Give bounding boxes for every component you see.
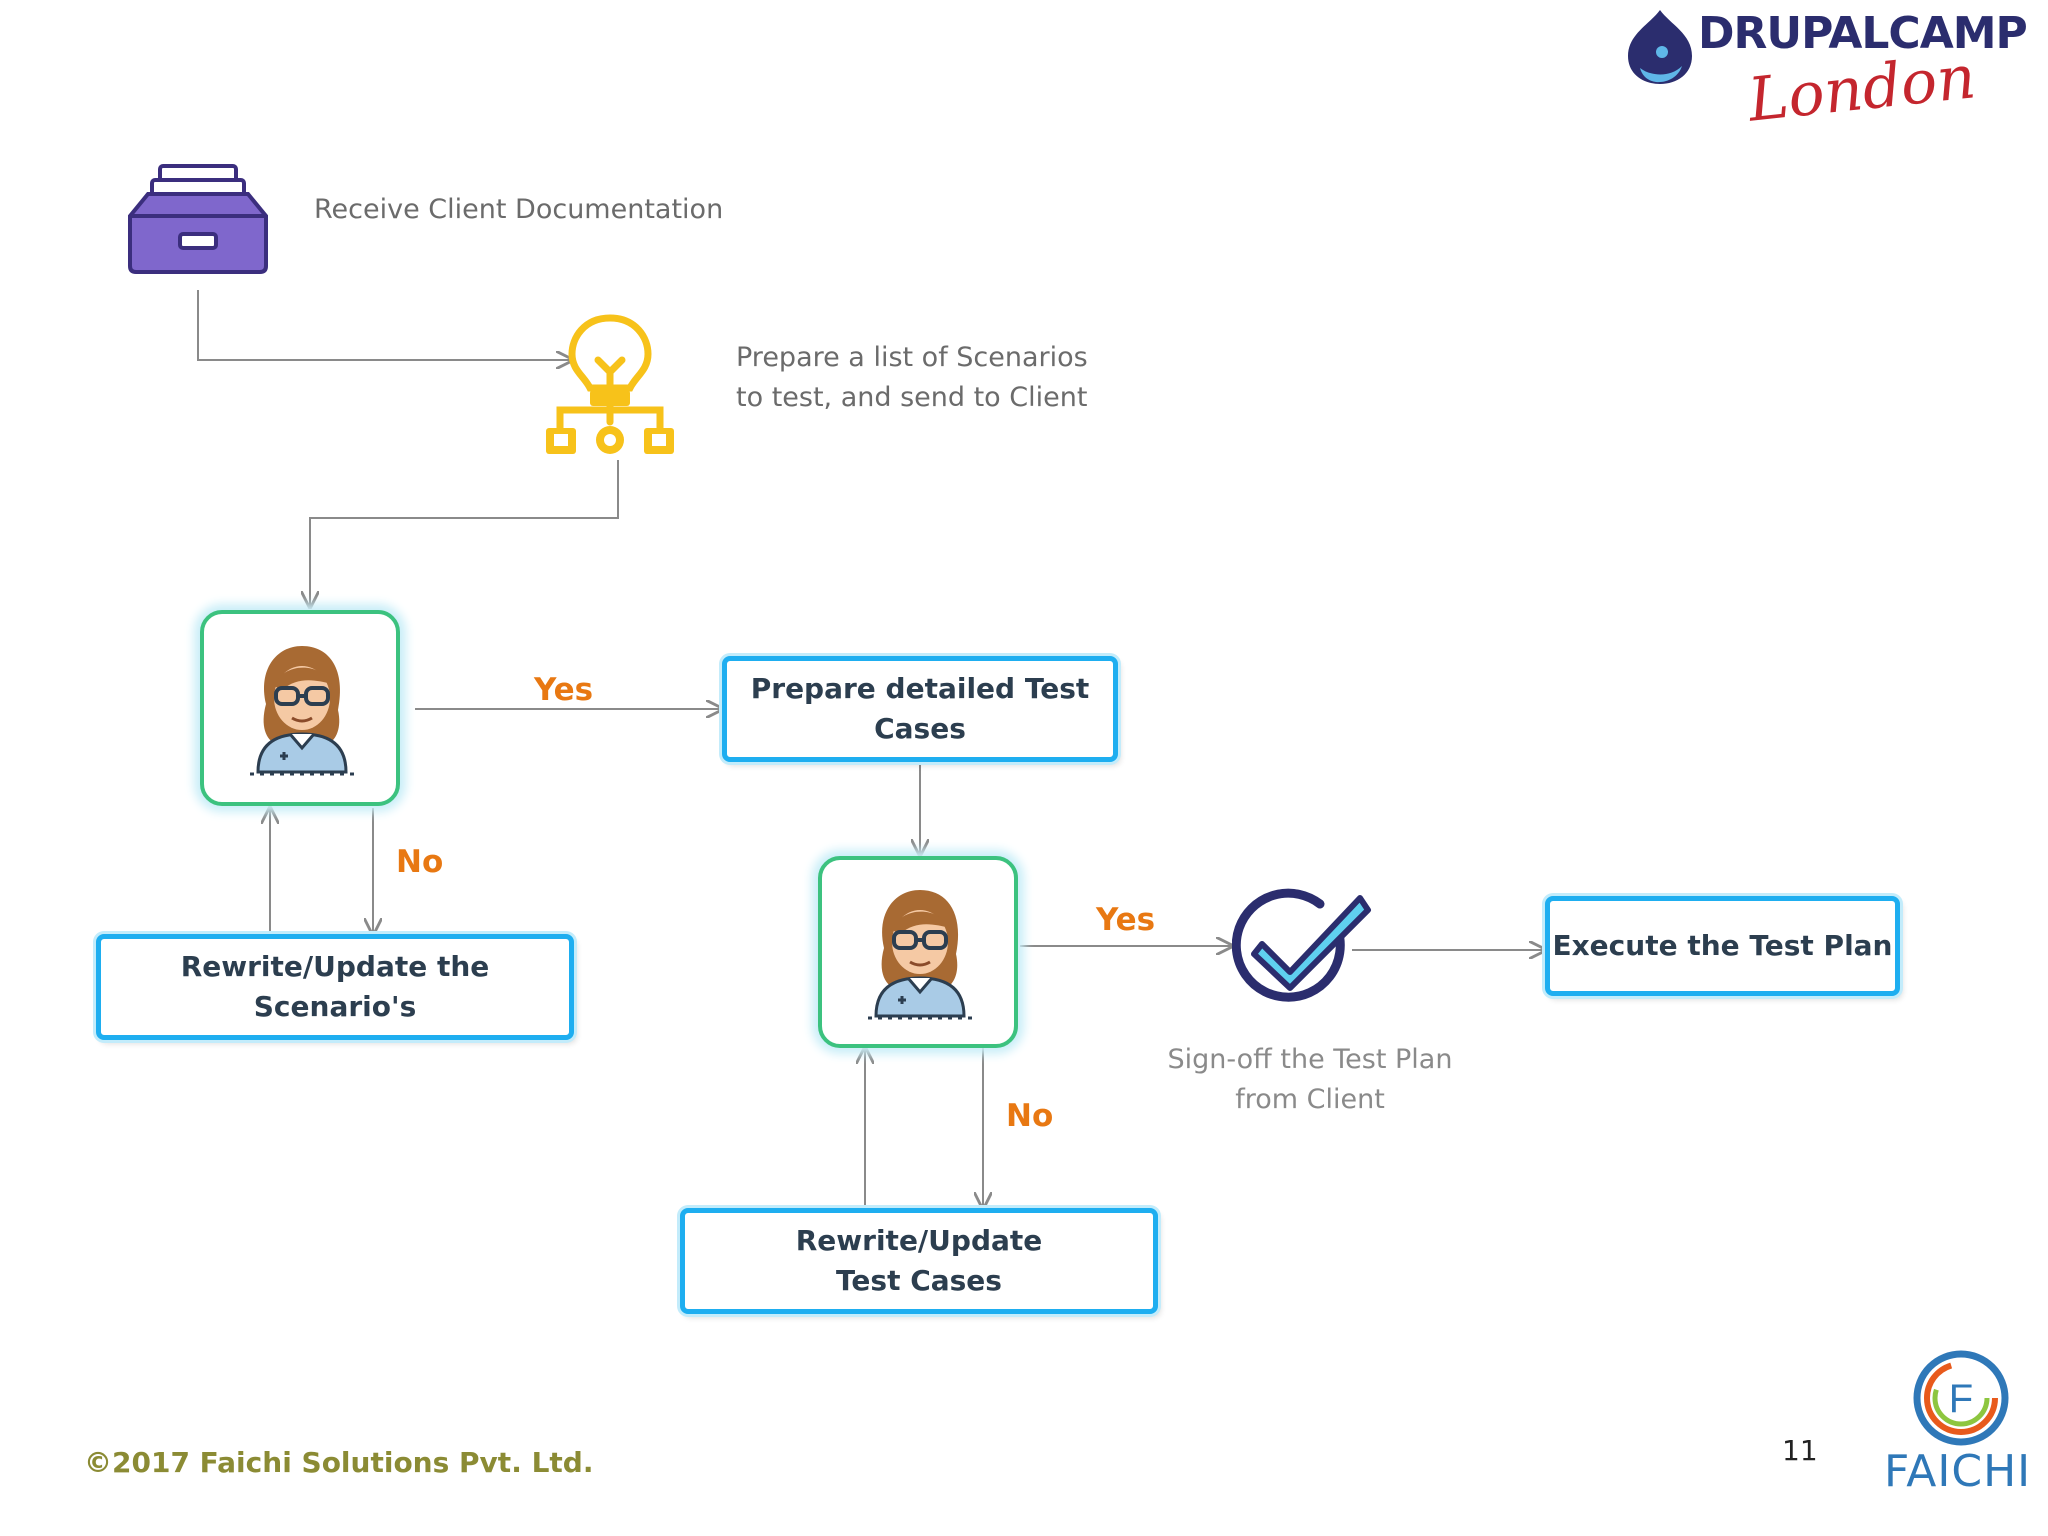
copyright: ©2017 Faichi Solutions Pvt. Ltd. (84, 1446, 594, 1479)
arrow-docs-to-scenarios (197, 290, 572, 360)
second-no-label: No (1006, 1098, 1054, 1134)
prepare-test-cases-box: Prepare detailed Test Cases (722, 656, 1118, 762)
test-case-review-decision (818, 856, 1018, 1048)
receive-docs-label: Receive Client Documentation (314, 194, 724, 225)
checkmark-circle-icon (1232, 888, 1371, 1002)
rewrite-scenarios-box: Rewrite/Update the Scenario's (96, 934, 574, 1040)
faichi-logo-letter: F (1949, 1377, 1973, 1421)
first-yes-label: Yes (534, 672, 594, 708)
inbox-tray-icon (128, 164, 268, 274)
company-name: FAICHI (1884, 1446, 2032, 1497)
drupal-drop-icon (1628, 10, 1692, 84)
scenario-review-decision (200, 610, 400, 806)
lightbulb-network-icon (546, 314, 674, 454)
signoff-label: Sign-off the Test Plan from Client (1167, 1044, 1453, 1115)
event-name: DRUPALCAMP (1698, 8, 2028, 59)
faichi-logo-icon: F (1913, 1350, 2009, 1446)
reviewer-avatar-icon (868, 890, 972, 1020)
reviewer-avatar-icon (250, 646, 354, 776)
prepare-scenarios-label: Prepare a list of Scenarios to test, and… (736, 342, 1088, 413)
page-number: 11 (1782, 1434, 1818, 1467)
rewrite-test-cases-box: Rewrite/Update Test Cases (680, 1208, 1158, 1314)
arrow-scenarios-to-review (310, 460, 619, 607)
second-yes-label: Yes (1096, 902, 1156, 938)
first-no-label: No (396, 844, 444, 880)
execute-test-plan-box: Execute the Test Plan (1545, 896, 1900, 996)
